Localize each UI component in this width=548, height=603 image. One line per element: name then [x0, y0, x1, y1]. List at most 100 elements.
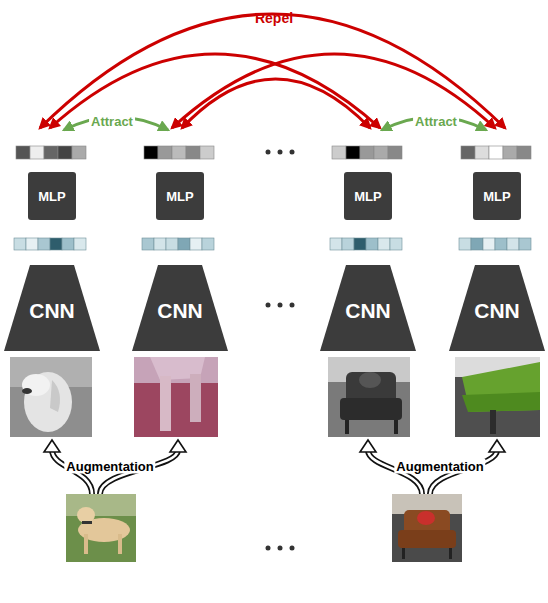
representation-vectors-part	[38, 238, 50, 250]
augmented-dog-gray-part	[10, 357, 92, 437]
repel-label: Repel	[253, 10, 295, 26]
representation-vectors-part	[142, 238, 154, 250]
projection-vectors-part	[388, 146, 402, 159]
representation-vectors	[14, 238, 531, 250]
trapezoid-shape	[4, 265, 100, 351]
node-text: CNN	[345, 299, 391, 323]
representation-vectors-part	[342, 238, 354, 250]
representation-vectors-part	[495, 238, 507, 250]
augmented-chair-crop-part	[462, 362, 540, 412]
augmented-dog-gray	[10, 357, 92, 437]
representation-vectors-part	[366, 238, 378, 250]
original-chair-photo-part	[392, 494, 462, 562]
projection-vectors-part	[30, 146, 44, 159]
representation-vectors-part	[74, 238, 86, 250]
augmentation-arrows-part	[44, 440, 505, 452]
original-dog-photo-part	[66, 494, 136, 516]
representation-vectors-part	[471, 238, 483, 250]
representation-vectors-part	[390, 238, 402, 250]
augmented-chair-crop-part	[462, 392, 540, 412]
projection-vectors-part	[461, 146, 475, 159]
cnn-encoder: CNN	[320, 265, 416, 351]
augmentation-arrows-part-part	[360, 440, 376, 452]
projection-vectors	[16, 146, 531, 159]
mlp-head: MLP	[28, 172, 76, 220]
augmentation-arrows-part-part	[170, 440, 186, 452]
ellipsis-dots-part	[266, 150, 271, 155]
projection-vectors-part	[144, 146, 158, 159]
representation-vectors-part	[202, 238, 214, 250]
projection-vectors-part	[172, 146, 186, 159]
augmented-chair-gray-part	[394, 420, 398, 434]
projection-vectors-part	[489, 146, 503, 159]
projection-vectors-part	[16, 146, 30, 159]
representation-vectors-part	[459, 238, 471, 250]
ellipsis-dots-part	[290, 150, 295, 155]
augmented-dog-gray-part	[22, 388, 32, 394]
ellipsis-dots-part	[290, 303, 295, 308]
original-chair-photo	[392, 494, 462, 562]
augmented-dog-crop-part	[190, 374, 201, 422]
augmented-chair-gray	[328, 357, 410, 437]
representation-vectors-part	[507, 238, 519, 250]
projection-vectors-part	[346, 146, 360, 159]
original-dog-photo-part	[77, 507, 95, 523]
cnn-encoder: CNN	[132, 265, 228, 351]
repel-arrows-part	[40, 14, 505, 128]
trapezoid-shape	[320, 265, 416, 351]
node-text: MLP	[38, 189, 65, 204]
augmented-chair-gray-part	[345, 420, 349, 434]
augmented-dog-crop-part	[160, 376, 171, 431]
ellipsis-dots-part	[266, 546, 271, 551]
original-chair-photo-part	[449, 548, 452, 559]
repel-arrows-part	[50, 54, 380, 128]
node-text: CNN	[157, 299, 203, 323]
augmentation-arrows-part-part	[44, 440, 60, 452]
original-dog-photo-part	[82, 521, 92, 524]
projection-vectors-part	[158, 146, 172, 159]
original-dog-photo	[66, 494, 136, 562]
representation-vectors-part	[519, 238, 531, 250]
representation-vectors-part	[166, 238, 178, 250]
trapezoid-shape	[449, 265, 545, 351]
augmentation-arrows-part	[52, 450, 497, 494]
representation-vectors-part	[14, 238, 26, 250]
repel-arrows-part	[182, 79, 370, 128]
projection-vectors-part	[186, 146, 200, 159]
node-text: MLP	[483, 189, 510, 204]
projection-vectors-part	[200, 146, 214, 159]
original-dog-photo-part	[118, 534, 122, 554]
augmentation-arrows-part-part	[489, 440, 505, 452]
representation-vectors-part	[483, 238, 495, 250]
augmentation-arrows-part	[52, 450, 497, 494]
ellipsis-dots-part	[266, 303, 271, 308]
projection-vectors-part	[44, 146, 58, 159]
projection-vectors-part	[503, 146, 517, 159]
attract-label: Attract	[413, 114, 459, 129]
augmented-chair-crop-part	[455, 357, 540, 437]
augmented-chair-crop-part	[490, 410, 496, 434]
mlp-head: MLP	[473, 172, 521, 220]
representation-vectors-part	[62, 238, 74, 250]
node-text: CNN	[29, 299, 75, 323]
augmentation-label: Augmentation	[64, 459, 155, 474]
original-chair-photo-part	[402, 548, 405, 559]
representation-vectors-part	[26, 238, 38, 250]
trapezoid-shape	[132, 265, 228, 351]
original-chair-photo-part	[417, 511, 435, 525]
augmented-dog-gray-part	[50, 380, 60, 412]
mlp-head: MLP	[344, 172, 392, 220]
original-chair-photo-part	[398, 530, 456, 548]
projection-vectors-part	[517, 146, 531, 159]
mlp-head: MLP	[156, 172, 204, 220]
ellipsis-dots-part	[290, 546, 295, 551]
augmentation-label: Augmentation	[394, 459, 485, 474]
augmented-chair-gray-part	[340, 398, 402, 420]
augmentation-arrows	[44, 440, 505, 494]
representation-vectors-part	[154, 238, 166, 250]
augmented-dog-crop	[134, 357, 218, 437]
representation-vectors-part	[178, 238, 190, 250]
node-text: MLP	[354, 189, 381, 204]
representation-vectors-part	[378, 238, 390, 250]
original-dog-photo-part	[84, 534, 88, 554]
